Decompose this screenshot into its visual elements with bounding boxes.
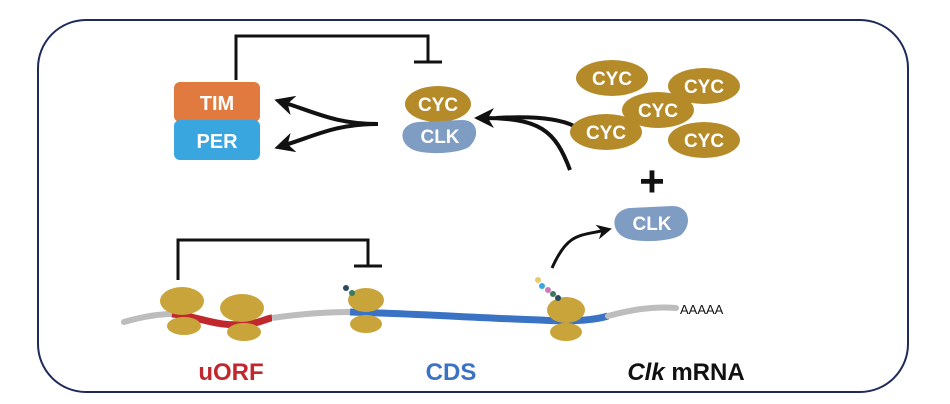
free-clk-label: CLK: [632, 214, 671, 235]
diagram-frame: [37, 19, 909, 393]
ribosome-cds-translating: [535, 277, 585, 341]
tim-box: [174, 82, 260, 122]
ribosome-large-subunit: [160, 287, 204, 315]
complex-clk-shape: [402, 120, 477, 154]
free-cyc-oval: [622, 92, 694, 128]
ribosome-uorf-1: [160, 287, 204, 335]
ribosome-small-subunit: [227, 323, 261, 341]
complex-cyc-oval: [405, 86, 471, 122]
translation-product-arrow: [550, 224, 612, 269]
nascent-residue: [535, 277, 541, 283]
nascent-residue: [349, 290, 355, 296]
ribosome-small-subunit: [167, 317, 201, 335]
activation-arrow-to-per: [274, 122, 379, 153]
ribosome-large-subunit: [220, 294, 264, 322]
inhibition-line-top: [234, 34, 430, 80]
free-cyc-oval: [668, 68, 740, 104]
nascent-residue: [343, 285, 349, 291]
mrna-backbone-3prime: [605, 304, 679, 319]
free-clk: CLK: [614, 206, 688, 242]
nascent-residue: [545, 287, 551, 293]
uorf-label: uORF: [198, 359, 263, 386]
plus-sign: +: [639, 157, 665, 206]
free-cyc-cluster: CYC CYC CYC CYC CYC: [570, 60, 740, 158]
mrna-backbone-5prime: [121, 311, 175, 325]
mrna-backbone-spacer: [271, 309, 351, 321]
complex-clk-label: CLK: [420, 127, 459, 148]
mrna-label: Clk mRNA: [627, 359, 744, 386]
nascent-residue: [550, 291, 556, 297]
nascent-residue: [539, 283, 545, 289]
tim-per-complex: TIM PER: [174, 82, 260, 160]
per-box: [174, 120, 260, 160]
free-cyc-oval: [576, 60, 648, 96]
free-clk-shape: [614, 206, 688, 242]
complex-cyc-label: CYC: [418, 95, 458, 116]
assembly-arrow: [474, 108, 572, 171]
cds-segment: [349, 308, 610, 325]
mrna-label-rest: mRNA: [665, 359, 745, 386]
inhibition-line-bottom: [176, 238, 370, 280]
free-cyc-label: CYC: [638, 101, 678, 122]
free-cyc-label: CYC: [586, 123, 626, 144]
free-cyc-oval: [570, 114, 642, 150]
ribosome-uorf-2: [220, 294, 264, 341]
ribosome-cds-start: [343, 285, 384, 333]
free-cyc-label: CYC: [592, 69, 632, 90]
ribosome-small-subunit: [350, 315, 382, 333]
clk-mrna: AAAAA: [121, 302, 724, 329]
ribosome-small-subunit: [550, 323, 582, 341]
polya-tail: AAAAA: [680, 302, 724, 317]
ribosome-large-subunit: [547, 297, 585, 323]
nascent-residue: [555, 295, 561, 301]
mrna-label-gene: Clk: [627, 359, 666, 386]
cds-label: CDS: [426, 359, 477, 386]
ribosome-large-subunit: [348, 288, 384, 312]
assembly-arrow-tail: [495, 115, 575, 128]
cyc-clk-complex: CYC CLK: [402, 86, 477, 154]
free-cyc-oval: [668, 122, 740, 158]
activation-arrow-to-tim: [274, 95, 379, 126]
free-cyc-label: CYC: [684, 77, 724, 98]
per-label: PER: [196, 131, 238, 153]
free-cyc-label: CYC: [684, 131, 724, 152]
tim-label: TIM: [200, 93, 234, 115]
